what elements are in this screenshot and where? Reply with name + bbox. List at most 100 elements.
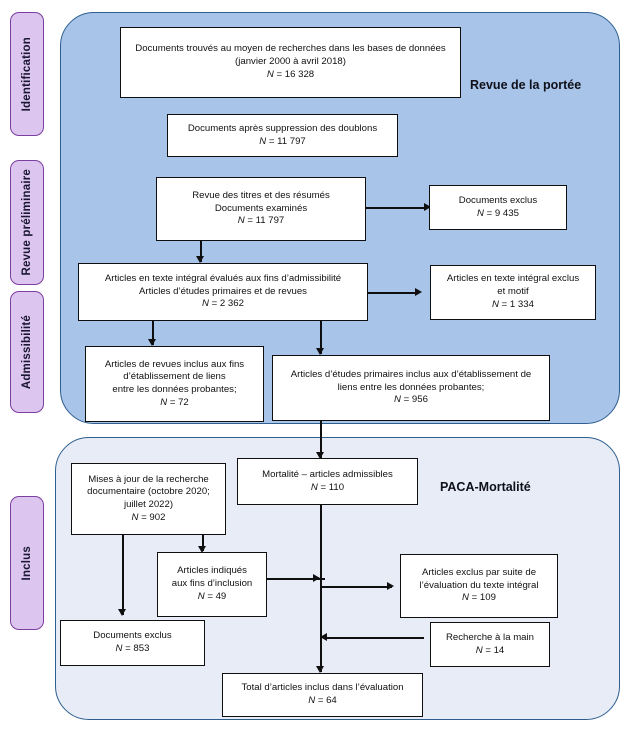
stage-tab-inclus: Inclus	[10, 496, 44, 630]
node-records-identified-line2: (janvier 2000 à avril 2018)	[235, 56, 346, 68]
node-records-identified: Documents trouvés au moyen de recherches…	[120, 27, 461, 98]
node-fulltext-excluded-n-label: N	[492, 298, 499, 310]
arrowhead-screen-to-excluded	[424, 202, 431, 211]
node-flagged-for-inclusion: Articles indiqués aux fins d’inclusion N…	[157, 552, 267, 617]
stage-tab-revue-preliminaire-label: Revue préliminaire	[21, 169, 33, 276]
stage-tab-inclus-label: Inclus	[21, 545, 33, 581]
node-search-updates-n-label: N	[131, 511, 139, 523]
node-review-articles-included-n-value: 72	[178, 396, 189, 408]
node-documents-excluded-853-count: N = 853	[115, 643, 150, 654]
panel-title-revue-de-la-portee: Revue de la portée	[470, 78, 582, 92]
stage-tab-revue-preliminaire: Revue préliminaire	[10, 160, 44, 285]
node-records-excluded-line1: Documents exclus	[458, 194, 538, 206]
node-fulltext-excluded: Articles en texte intégral exclus et mot…	[430, 265, 596, 320]
connector-screen-to-excluded	[366, 207, 427, 209]
node-excluded-after-fulltext-n-value: 109	[479, 592, 496, 604]
node-primary-studies-included-line1: Articles d’études primaires inclus aux d…	[290, 368, 532, 380]
connector-mortality-spine	[320, 505, 322, 672]
node-fulltext-excluded-line2: et motif	[497, 286, 529, 298]
arrowhead-flagged-to-spine	[313, 573, 320, 582]
connector-fulltext-to-excluded	[368, 292, 419, 294]
arrowhead-updates-to-flagged	[197, 546, 206, 553]
node-excluded-after-fulltext-line1: Articles exclus par suite de	[421, 566, 537, 578]
stage-tab-admissibilite-label: Admissibilité	[21, 314, 33, 390]
node-search-updates-count: N = 902	[131, 511, 166, 523]
node-documents-excluded-853-line1: Documents exclus	[93, 630, 172, 642]
node-records-identified-line1: Documents trouvés au moyen de recherches…	[135, 43, 446, 55]
node-fulltext-excluded-line1: Articles en texte intégral exclus	[446, 273, 580, 285]
node-search-updates: Mises à jour de la recherche documentair…	[71, 463, 226, 535]
node-total-included-n-value: 64	[326, 695, 337, 706]
node-documents-excluded-853-n-value: 853	[133, 643, 150, 654]
arrowhead-updates-to-documents-excluded	[117, 609, 126, 616]
connector-updates-to-documents-excluded	[122, 535, 124, 615]
node-mortality-eligible-line1: Mortalité – articles admissibles	[262, 468, 393, 480]
node-title-abstract-screen-n-label: N	[237, 215, 245, 227]
node-hand-search-n-value: 14	[493, 644, 505, 656]
stage-tab-identification: Identification	[10, 12, 44, 136]
node-fulltext-assessed-line2: Articles d’études primaires et de revues	[139, 285, 307, 297]
node-fulltext-excluded-count: N = 1 334	[492, 298, 534, 310]
arrowhead-spine-to-total	[315, 666, 324, 673]
arrowhead-fulltext-to-review-articles	[147, 339, 156, 346]
node-flagged-for-inclusion-line1: Articles indiqués	[177, 565, 247, 577]
connector-fulltext-to-review-articles	[152, 320, 154, 345]
node-search-updates-line2: documentaire (octobre 2020;	[87, 486, 210, 498]
node-records-identified-n-label: N	[266, 68, 274, 80]
connector-hand-search-to-spine	[325, 637, 424, 639]
node-total-included-n-label: N	[308, 695, 316, 706]
node-documents-excluded-853-n-label: N	[115, 643, 123, 654]
connector-flagged-to-spine	[267, 578, 325, 580]
node-records-excluded-n-label: N	[477, 207, 484, 219]
node-search-updates-n-value: 902	[149, 511, 166, 523]
node-title-abstract-screen-n-value: 11 797	[255, 215, 285, 227]
node-review-articles-included-count: N = 72	[160, 396, 189, 408]
node-after-duplicates: Documents après suppression des doublons…	[167, 114, 398, 157]
node-flagged-for-inclusion-line2: aux fins d’inclusion	[171, 578, 253, 590]
arrowhead-primary-studies-to-mortality	[315, 452, 324, 459]
node-after-duplicates-n-label: N	[259, 135, 267, 147]
node-excluded-after-fulltext-n-label: N	[462, 592, 469, 604]
node-hand-search-count: N = 14	[475, 644, 505, 656]
connector-primary-studies-to-mortality	[320, 420, 322, 458]
node-primary-studies-included-n-value: 956	[411, 394, 428, 406]
node-total-included-count: N = 64	[308, 695, 337, 706]
node-search-updates-line1: Mises à jour de la recherche	[88, 473, 209, 485]
node-flagged-for-inclusion-count: N = 49	[197, 590, 227, 602]
node-title-abstract-screen-count: N = 11 797	[237, 215, 285, 227]
node-records-excluded-n-value: 9 435	[494, 207, 519, 219]
arrowhead-hand-search-to-spine	[320, 632, 327, 641]
node-excluded-after-fulltext: Articles exclus par suite de l’évaluatio…	[400, 554, 558, 618]
arrowhead-screen-to-fulltext	[195, 256, 204, 263]
node-fulltext-assessed-n-value: 2 362	[219, 298, 244, 310]
node-primary-studies-included-count: N = 956	[394, 394, 428, 406]
node-total-included: Total d’articles inclus dans l’évaluatio…	[222, 673, 423, 717]
node-title-abstract-screen: Revue des titres et des résumés Document…	[156, 177, 366, 241]
node-review-articles-included-line2: d’établissement de liens	[123, 371, 226, 383]
connector-screen-to-fulltext	[200, 240, 202, 262]
node-fulltext-assessed-n-label: N	[202, 298, 209, 310]
node-flagged-for-inclusion-n-value: 49	[215, 590, 227, 602]
node-review-articles-included: Articles de revues inclus aux fins d’éta…	[85, 346, 264, 422]
node-records-excluded: Documents exclus N = 9 435	[429, 185, 567, 230]
node-search-updates-line3: juillet 2022)	[123, 499, 174, 510]
node-title-abstract-screen-line1: Revue des titres et des résumés	[192, 189, 330, 201]
node-primary-studies-included: Articles d’études primaires inclus aux d…	[272, 355, 550, 421]
node-flagged-for-inclusion-n-label: N	[197, 590, 205, 602]
node-title-abstract-screen-line2: Documents examinés	[214, 202, 308, 214]
node-after-duplicates-n-value: 11 797	[277, 135, 306, 147]
node-review-articles-included-n-label: N	[160, 396, 168, 408]
node-records-identified-count: N = 16 328	[266, 68, 315, 80]
panel-title-paca-mortalite: PACA-Mortalité	[440, 480, 531, 494]
node-mortality-eligible-n-label: N	[310, 481, 318, 493]
node-mortality-eligible-n-value: 110	[328, 481, 345, 493]
node-records-excluded-count: N = 9 435	[477, 207, 519, 219]
arrowhead-spine-to-excluded-fulltext	[387, 581, 394, 590]
connector-updates-to-flagged	[202, 535, 204, 551]
node-hand-search-n-label: N	[475, 644, 483, 656]
node-primary-studies-included-n-label: N	[394, 394, 401, 406]
node-excluded-after-fulltext-count: N = 109	[462, 592, 496, 604]
node-fulltext-assessed-count: N = 2 362	[202, 298, 244, 310]
stage-tab-admissibilite: Admissibilité	[10, 291, 44, 413]
